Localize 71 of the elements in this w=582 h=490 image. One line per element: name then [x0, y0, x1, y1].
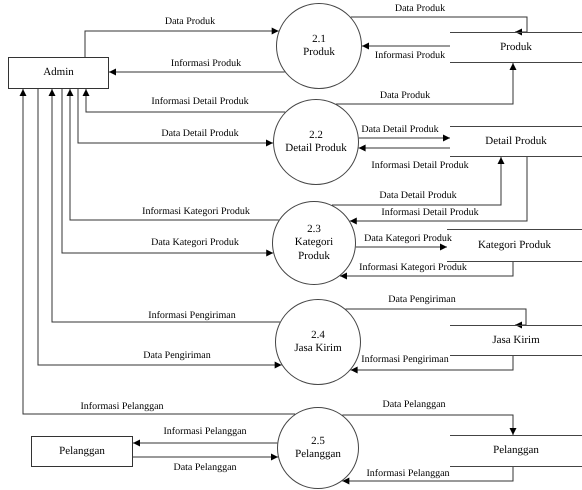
edge-label: Data Pengiriman [388, 295, 456, 305]
edge-label: Informasi Pelanggan [163, 427, 247, 437]
edge-label: Informasi Pengiriman [148, 311, 236, 321]
arrow [62, 88, 274, 256]
entity-label: Detail Produk [485, 134, 547, 148]
edge-label: Informasi Pelanggan [80, 402, 164, 412]
arrow [78, 88, 274, 146]
edge-label: Data Pengiriman [143, 351, 211, 361]
process-label: Produk [303, 46, 335, 60]
process-label: 2.2 [309, 128, 323, 142]
arrow [20, 88, 296, 414]
data-store [450, 435, 582, 467]
arrow [362, 42, 450, 50]
arrow [66, 88, 280, 220]
edge-label: Informasi Detail Produk [371, 161, 469, 171]
arrow [350, 356, 514, 374]
arrow [342, 414, 516, 436]
entity-label: Pelanggan [59, 444, 105, 458]
edge-label: Informasi Pelanggan [366, 469, 450, 479]
data-store [450, 32, 582, 63]
arrow [355, 244, 448, 250]
edge-label: Informasi Produk [374, 51, 446, 61]
process-label: Detail Produk [285, 142, 347, 156]
external-entity-box [31, 436, 133, 467]
edge-label: Informasi Detail Produk [381, 208, 479, 218]
arrow [108, 68, 286, 76]
arrow [48, 88, 280, 322]
arrow [331, 156, 504, 206]
arrow [132, 454, 278, 460]
entity-label: Jasa Kirim [492, 334, 540, 348]
arrow [132, 440, 278, 446]
edge-label: Data Detail Produk [379, 191, 457, 201]
data-store [450, 325, 582, 356]
data-store [450, 126, 582, 157]
edge-label: Informasi Pengiriman [361, 355, 449, 365]
entity-label: Kategori Produk [478, 238, 551, 252]
arrow [336, 62, 516, 104]
edge-label: Data Pelanggan [173, 463, 237, 473]
entity-label: Admin [43, 66, 74, 80]
process-label: Pelanggan [295, 448, 341, 462]
arrow [350, 16, 528, 36]
arrow [358, 134, 450, 142]
edge-label: Data Produk [380, 91, 430, 101]
arrow [339, 262, 514, 280]
arrow [82, 88, 286, 112]
process-label: 2.3 [307, 223, 321, 236]
arrow [358, 144, 450, 152]
edge-label: Data Produk [164, 17, 216, 27]
process-label: Jasa Kirim [294, 342, 342, 356]
edge-label: Data Kategori Produk [151, 238, 239, 248]
edge-label: Informasi Detail Produk [151, 97, 249, 107]
arrow [345, 308, 526, 328]
process-label: Kategori Produk [294, 236, 334, 263]
arrow [84, 28, 280, 58]
edge-label: Data Pelanggan [382, 400, 446, 410]
entity-label: Produk [500, 40, 532, 54]
arrow [349, 156, 528, 224]
edge-label: Data Kategori Produk [364, 234, 452, 244]
edge-label: Data Detail Produk [361, 125, 439, 135]
arrow [38, 88, 282, 368]
edge-label: Data Produk [394, 4, 446, 14]
edge-label: Informasi Kategori Produk [359, 263, 467, 273]
edge-label: Data Detail Produk [161, 129, 239, 139]
process-label: 2.1 [312, 32, 326, 46]
edge-label: Informasi Kategori Produk [142, 207, 250, 217]
process-label: 2.4 [311, 328, 325, 342]
edge-label: Informasi Produk [170, 59, 242, 69]
process-label: 2.5 [311, 434, 325, 448]
external-entity-box [8, 57, 109, 89]
arrow [342, 466, 514, 484]
entity-label: Pelanggan [493, 444, 539, 458]
